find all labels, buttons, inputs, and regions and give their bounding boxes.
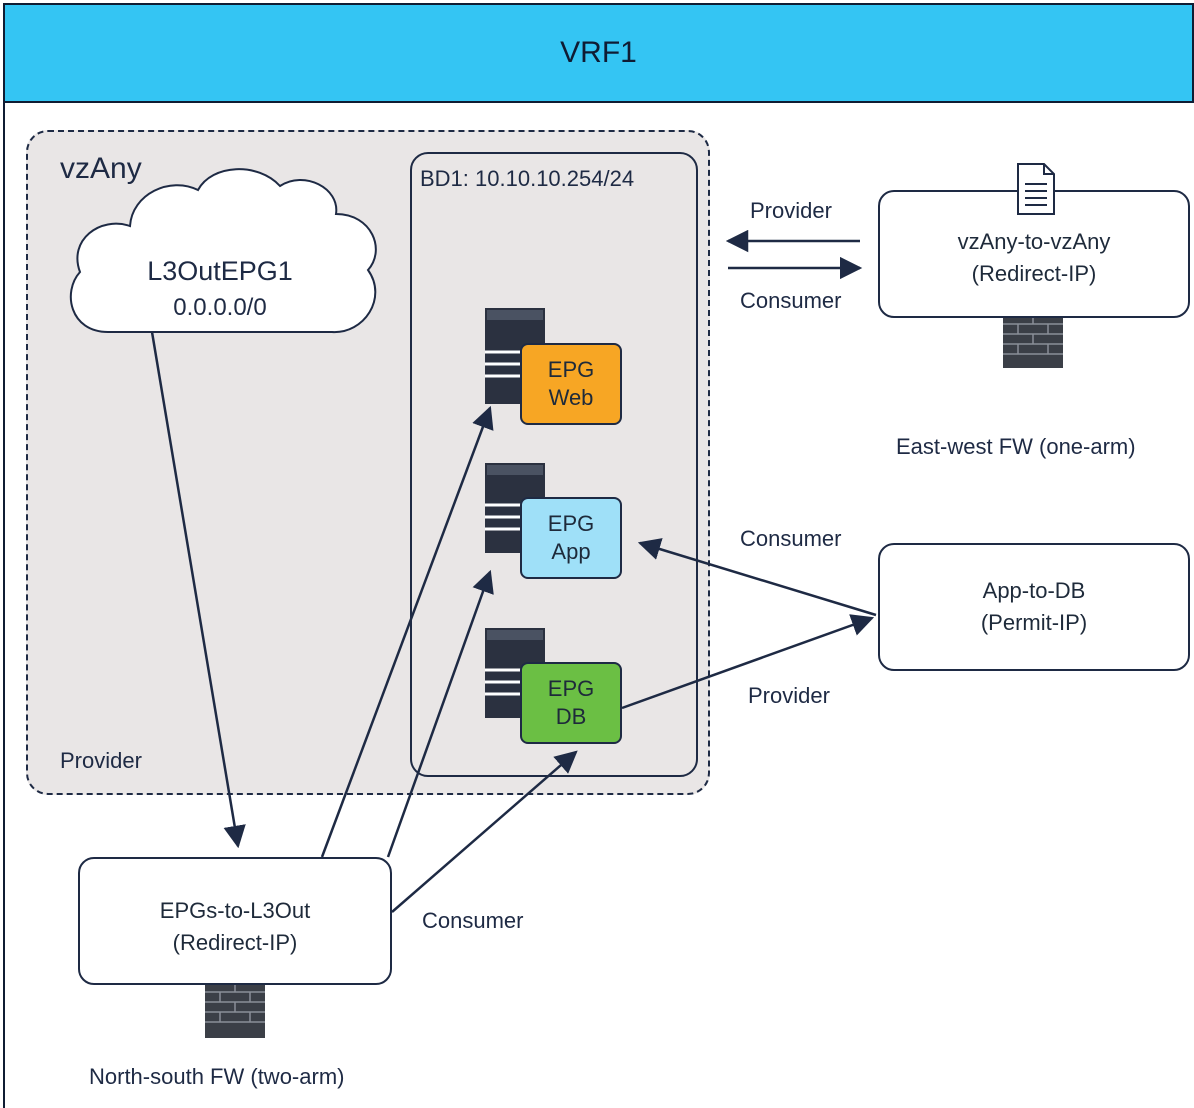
- vrf-title: VRF1: [560, 36, 637, 69]
- epg-app: EPG App: [520, 497, 622, 579]
- arrow-contract-to-app: [386, 569, 494, 858]
- epg-app-line2: App: [551, 539, 591, 564]
- contract-l3out-type: (Redirect-IP): [172, 930, 298, 955]
- document-icon: [1017, 163, 1055, 215]
- epg-db: EPG DB: [520, 662, 622, 744]
- vzany-provider-label: Provider: [60, 748, 142, 773]
- epg-web: EPG Web: [520, 343, 622, 425]
- l3out-epg-subnet: 0.0.0.0/0: [173, 294, 267, 321]
- arrow-db-to-appdb: [621, 614, 875, 710]
- contract-vzany-name: vzAny-to-vzAny: [957, 229, 1111, 254]
- epg-web-line1: EPG: [547, 357, 595, 382]
- arrow-contract-to-db: [391, 750, 578, 913]
- north-south-fw-caption: North-south FW (two-arm): [89, 1064, 345, 1089]
- arrow-contract-to-web: [320, 405, 494, 858]
- contract-appdb-name: App-to-DB: [982, 578, 1086, 603]
- epg-db-line1: EPG: [547, 676, 595, 701]
- cloud-shape: [69, 168, 377, 334]
- epg-app-line1: EPG: [547, 511, 595, 536]
- vzany-provider-arrow-label: Provider: [750, 198, 832, 223]
- epg-db-line2: DB: [555, 704, 587, 729]
- contract-app-to-db: App-to-DB (Permit-IP): [878, 543, 1190, 671]
- arrow-appdb-to-app: [637, 538, 877, 617]
- vzany-label: vzAny: [60, 152, 142, 185]
- appdb-consumer-label: Consumer: [740, 526, 842, 551]
- arrow-l3out-to-contract: [150, 331, 246, 849]
- contract-appdb-type: (Permit-IP): [980, 610, 1088, 635]
- contract-epgs-to-l3out: EPGs-to-L3Out (Redirect-IP): [78, 857, 392, 985]
- contract-l3out-name: EPGs-to-L3Out: [159, 898, 311, 923]
- epg-web-line2: Web: [548, 385, 594, 410]
- bridge-domain-label: BD1: 10.10.10.254/24: [420, 166, 635, 191]
- bridge-domain-box: [410, 152, 698, 777]
- appdb-provider-label: Provider: [748, 683, 830, 708]
- l3out-consumer-label: Consumer: [422, 908, 524, 933]
- east-west-fw-caption: East-west FW (one-arm): [896, 434, 1136, 459]
- vrf-header: VRF1: [3, 3, 1194, 103]
- l3out-epg-name: L3OutEPG1: [147, 256, 293, 286]
- vzany-consumer-arrow-label: Consumer: [740, 288, 842, 313]
- contract-vzany-type: (Redirect-IP): [971, 261, 1097, 286]
